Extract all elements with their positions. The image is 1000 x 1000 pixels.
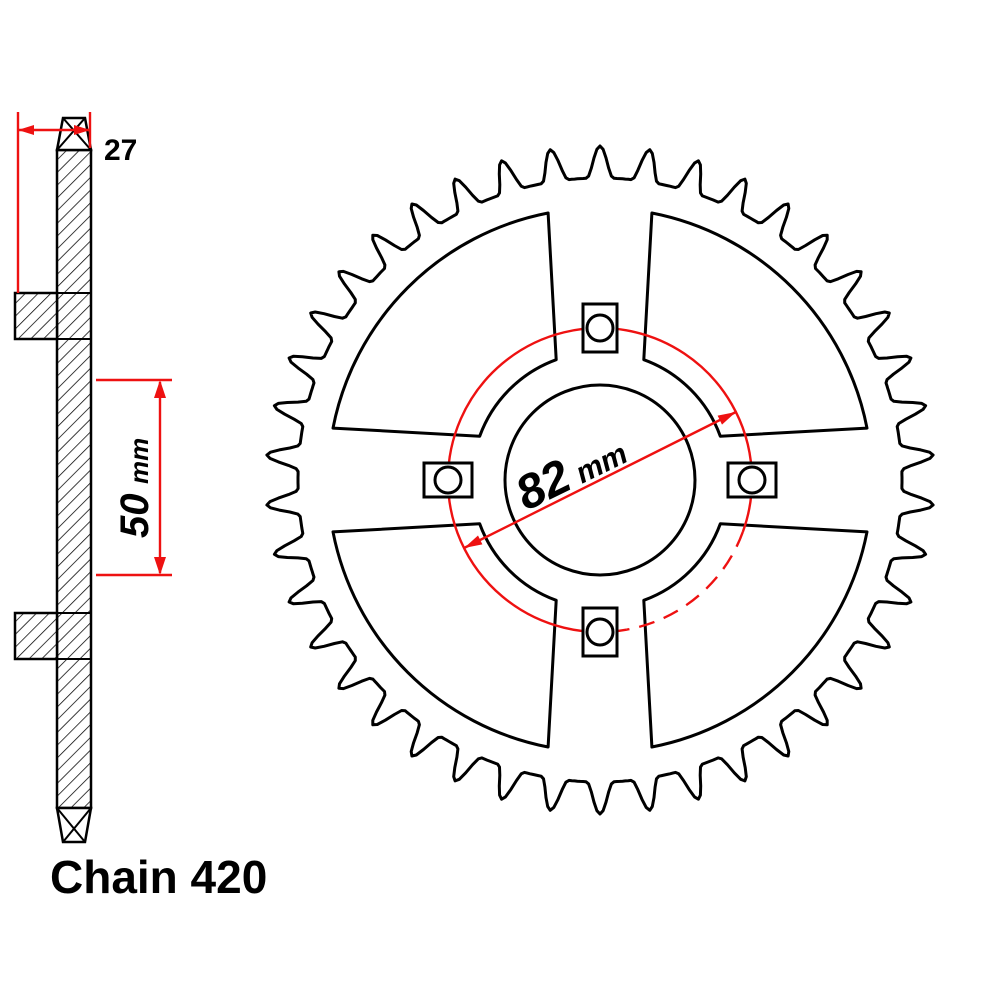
arrowhead-right <box>74 125 90 135</box>
diameter-line <box>463 410 737 550</box>
top-cap-cross-line <box>56 117 86 151</box>
lightening-holes <box>331 211 869 749</box>
arrowhead-up <box>154 380 166 398</box>
lower-hub-flange <box>13 611 59 661</box>
arrowhead-left <box>18 125 34 135</box>
side-plate-section <box>55 148 93 810</box>
arrowhead-down <box>154 557 166 575</box>
bottom-cap-cross-line <box>56 807 86 843</box>
bolt-hole <box>585 313 615 343</box>
upper-hub-flange <box>13 291 59 341</box>
lightening-hole <box>642 522 869 749</box>
lightening-hole <box>331 211 558 438</box>
dimension-50mm: 50 mm <box>96 378 172 577</box>
arrowhead-sw <box>464 535 483 548</box>
bolt-circle-solid-arc <box>446 326 754 634</box>
bolt-hole <box>737 465 767 495</box>
lightening-hole <box>642 211 869 438</box>
bolt-hole <box>585 617 615 647</box>
sprocket-front-view: 82 mm <box>265 144 935 816</box>
bolt-holes <box>422 302 778 658</box>
hub-length-unit: mm <box>124 438 154 484</box>
lightening-hole <box>331 522 558 749</box>
arrowhead-ne <box>717 412 736 425</box>
hub-width-label: 27 <box>104 134 137 167</box>
chain-type-caption: Chain 420 <box>50 851 267 903</box>
bolt-circle-dashed-arc <box>626 531 744 631</box>
sprocket-side-view <box>13 116 93 844</box>
bolt-hole <box>433 465 463 495</box>
hub-length-value: 50 <box>113 494 157 539</box>
dimension-hub-width: 27 <box>16 112 137 293</box>
bottom-cap-cross-line <box>62 807 92 843</box>
hub-length-label-group: 50 mm <box>113 438 157 538</box>
